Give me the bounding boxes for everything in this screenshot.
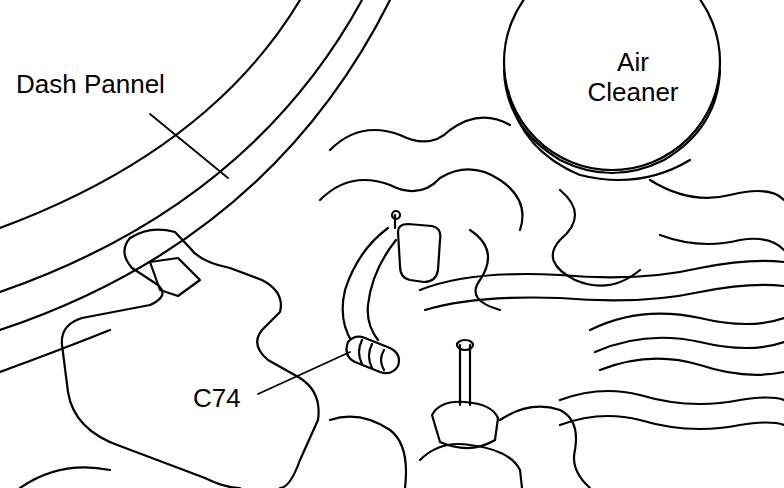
- engine-contour: [650, 180, 784, 200]
- leader-line: [150, 114, 228, 178]
- wire: [343, 228, 388, 342]
- engine-contour: [660, 235, 784, 250]
- wire: [368, 240, 396, 340]
- hose: [425, 285, 784, 310]
- dash-panel-edge: [0, 330, 110, 372]
- bracket-hole: [150, 258, 200, 296]
- engine-contour: [320, 169, 523, 230]
- dash-panel-edge: [0, 0, 300, 228]
- leader-line: [258, 352, 350, 394]
- mount-base: [432, 402, 498, 448]
- hose: [420, 261, 784, 290]
- hose: [595, 338, 784, 352]
- connector-label: C74: [193, 384, 241, 414]
- hose: [600, 359, 784, 375]
- part-label: Air Cleaner: [568, 48, 698, 108]
- dash-panel-edge: [0, 0, 362, 292]
- hose: [560, 416, 784, 429]
- dash-panel-edge: [0, 0, 390, 330]
- connector-c74: [347, 337, 399, 373]
- body-bracket: [62, 238, 240, 488]
- engine-contour: [330, 417, 406, 488]
- hose: [560, 391, 784, 404]
- stud: [457, 340, 473, 350]
- part-label: Dash Pannel: [16, 70, 165, 100]
- mount-base: [420, 444, 522, 488]
- stud: [460, 345, 470, 405]
- hose: [590, 314, 784, 330]
- engine-contour: [553, 190, 640, 286]
- body-bracket: [20, 467, 110, 488]
- sensor-body: [398, 224, 440, 282]
- air-cleaner-lid: [504, 0, 720, 170]
- sensor-stud: [392, 211, 400, 228]
- engine-contour: [500, 407, 590, 488]
- engine-contour: [330, 118, 510, 150]
- body-bracket: [130, 230, 319, 488]
